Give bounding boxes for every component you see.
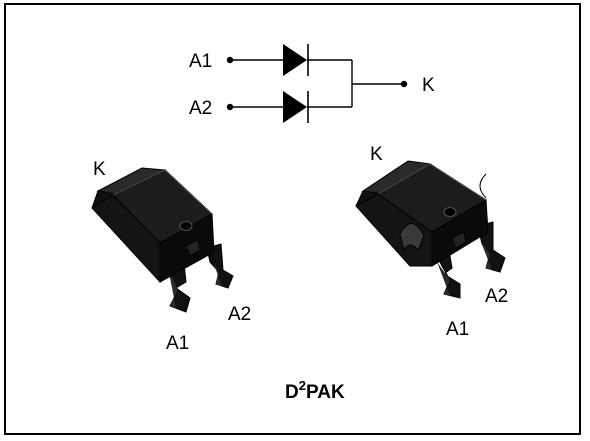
package-right-pin2-label: A2	[485, 286, 508, 307]
package-name: D2PAK	[285, 378, 345, 403]
package-right-body	[355, 160, 489, 267]
diode-1	[230, 44, 352, 76]
package-right: K A1 A2	[355, 144, 508, 340]
package-name-suffix: PAK	[306, 382, 345, 403]
package-name-superscript: 2	[299, 378, 306, 393]
schematic: A1 A2 K	[189, 44, 435, 123]
package-name-base: D	[285, 382, 299, 403]
schematic-anode2-label: A2	[189, 98, 212, 119]
package-right-cathode-label: K	[370, 144, 383, 165]
package-left-pin2-label: A2	[228, 304, 251, 325]
package-left-cathode-label: K	[93, 159, 106, 180]
schematic-cathode-label: K	[422, 75, 435, 96]
schematic-anode1-label: A1	[189, 51, 212, 72]
cathode-bus	[351, 60, 404, 107]
package-left: K A1 A2	[91, 159, 251, 354]
diode-2	[230, 91, 352, 123]
package-right-pin1-label: A1	[446, 319, 469, 340]
package-left-pin1-label: A1	[166, 333, 189, 354]
package-left-body	[91, 167, 215, 284]
